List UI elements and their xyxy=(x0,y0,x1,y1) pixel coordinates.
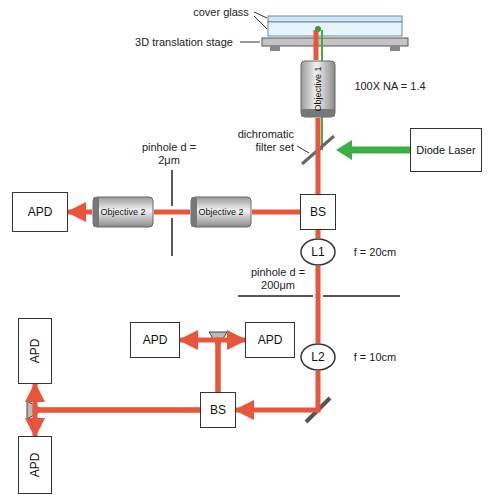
node-text: L2 xyxy=(311,350,324,364)
detector-box: APD xyxy=(18,436,52,494)
node-text: APD xyxy=(28,453,42,478)
detector-box: APD xyxy=(130,322,180,358)
part-label: pinhole d = 2μm xyxy=(140,141,198,167)
sample-chamber xyxy=(268,22,402,36)
node-text: BS xyxy=(210,403,226,417)
spec-label: f = 10cm xyxy=(345,351,405,364)
part-label: 3D translation stage xyxy=(130,36,238,49)
beam-splitter: BS xyxy=(200,392,236,428)
objective-lens: Objective 1 xyxy=(300,60,336,118)
light-beam xyxy=(154,210,190,215)
emission-beam xyxy=(314,30,319,60)
part-label: pinhole d = 200μm xyxy=(244,266,312,292)
light-beam xyxy=(35,384,200,410)
light-beam xyxy=(316,118,321,194)
leader-line xyxy=(240,42,260,43)
light-beam xyxy=(35,410,200,436)
lens-outline xyxy=(301,239,335,265)
objective-body xyxy=(93,197,153,227)
objective-body xyxy=(301,61,335,117)
stage-foot xyxy=(390,46,400,51)
light-beam xyxy=(68,210,92,215)
node-text: APD xyxy=(28,205,53,219)
part-label: cover glass xyxy=(190,6,252,19)
node-text: APD xyxy=(258,333,283,347)
objective-lens: Objective 2 xyxy=(92,196,154,228)
node-text: L1 xyxy=(311,245,324,259)
lens: L1 xyxy=(300,238,336,266)
node-text: APD xyxy=(143,333,168,347)
leader-line xyxy=(254,12,267,18)
light-beam xyxy=(236,371,318,410)
node-text: Objective 2 xyxy=(198,207,243,217)
node-text: Diode Laser xyxy=(416,144,475,156)
node-text: Objective 1 xyxy=(313,66,323,111)
pinhole-plate xyxy=(171,170,173,206)
lens-outline xyxy=(301,344,335,370)
lens: L2 xyxy=(300,343,336,371)
light-beam xyxy=(316,230,321,238)
pinhole-plate xyxy=(323,295,400,297)
pinhole-plate xyxy=(171,218,173,256)
light-beam xyxy=(180,340,218,392)
leader-line xyxy=(297,146,309,153)
objective-body xyxy=(191,197,251,227)
detector-box: APD xyxy=(18,318,52,384)
light-beam xyxy=(252,210,300,215)
spec-label: 100X NA = 1.4 xyxy=(345,80,435,93)
laser-box: Diode Laser xyxy=(410,128,482,172)
leader-line xyxy=(254,16,267,29)
node-text: APD xyxy=(28,339,42,364)
translation-stage xyxy=(262,38,408,46)
objective-lens: Objective 2 xyxy=(190,196,252,228)
part-label: dichromatic filter set xyxy=(222,128,294,154)
light-beam xyxy=(316,266,321,343)
objective-ring xyxy=(191,197,197,227)
node-text: BS xyxy=(310,205,326,219)
detector-box: APD xyxy=(245,322,295,358)
node-text: Objective 2 xyxy=(100,207,145,217)
spec-label: f = 20cm xyxy=(345,246,405,259)
cover-glass xyxy=(268,16,402,22)
laser-arrowhead xyxy=(336,140,352,160)
laser-beam xyxy=(350,147,410,154)
light-beam xyxy=(218,340,245,392)
detector-box: APD xyxy=(12,192,68,232)
pinhole-plate xyxy=(238,295,313,297)
objective-ring xyxy=(93,197,99,227)
beam-splitter: BS xyxy=(300,194,336,230)
stage-foot xyxy=(270,46,280,51)
